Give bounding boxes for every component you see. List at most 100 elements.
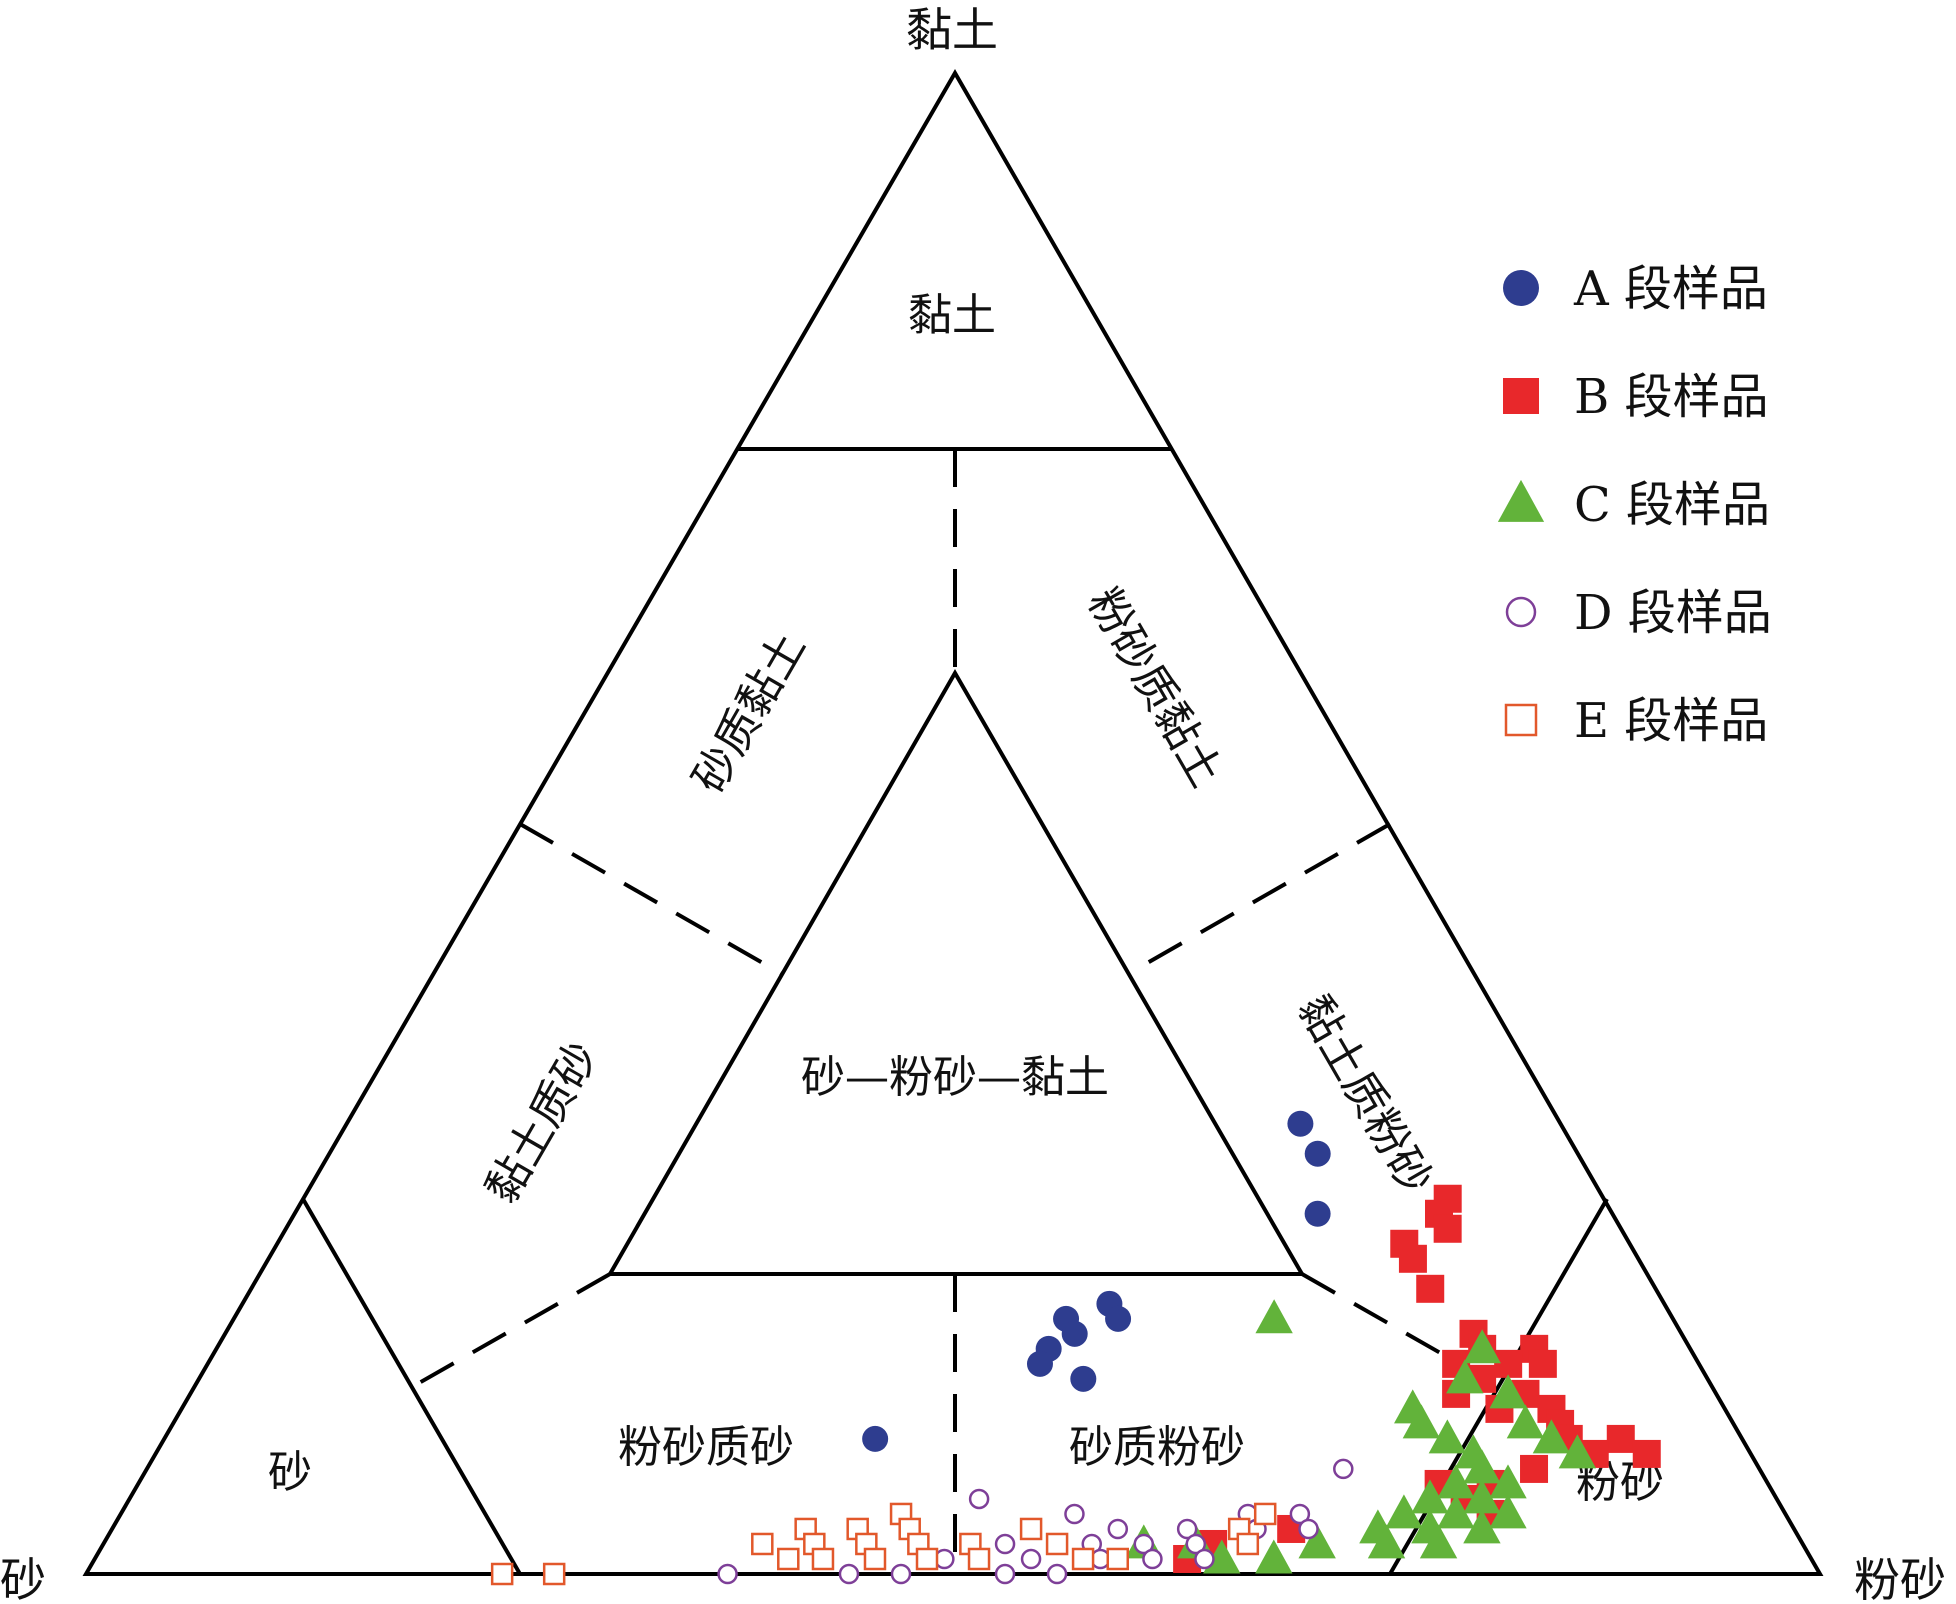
point-open-square-5-1 (1253, 1502, 1277, 1526)
legend-label-5: E 段样品 (1574, 693, 1768, 749)
point-open-circle-4-14 (1133, 1533, 1155, 1555)
legend-marker-2 (1503, 378, 1539, 414)
legend-label-2: B 段样品 (1574, 369, 1769, 425)
dash-lower-left (411, 1272, 611, 1389)
point-filled-triangle-3-23 (1298, 1524, 1336, 1559)
apex-label-clay: 黏土 (906, 3, 998, 57)
region-label-sandy-silt: 砂质粉砂 (1069, 1422, 1245, 1473)
point-filled-triangle-3-19 (1489, 1494, 1527, 1529)
point-open-circle-4-12 (994, 1533, 1016, 1555)
diagram-structure (82, 69, 1824, 1576)
point-open-square-5-13 (1045, 1532, 1069, 1556)
point-filled-triangle-3-2 (1463, 1329, 1501, 1364)
region-label-sandy-clay: 砂质黏土 (683, 624, 815, 802)
legend-marker-1 (1503, 270, 1539, 306)
point-filled-square-2-20 (1606, 1424, 1635, 1453)
point-filled-square-2-6 (1416, 1274, 1445, 1303)
point-open-square-5-15 (777, 1547, 800, 1571)
point-filled-triangle-3-25 (1419, 1524, 1458, 1559)
legend-label-1: A 段样品 (1573, 261, 1768, 317)
region-label-clay: 黏土 (908, 290, 996, 341)
point-open-square-5-14 (1236, 1532, 1260, 1556)
region-label-sand: 砂 (268, 1447, 312, 1498)
point-filled-triangle-3-16 (1463, 1479, 1501, 1514)
point-open-square-5-21 (1106, 1547, 1129, 1571)
point-filled-triangle-3-18 (1437, 1494, 1475, 1529)
point-open-square-5-17 (863, 1547, 887, 1571)
point-open-circle-4-20 (1020, 1548, 1042, 1570)
apex-labels: 黏土 砂 粉砂 (0, 3, 1946, 1604)
legend-label-4: D 段样品 (1574, 585, 1772, 641)
region-label-clayey-silt: 黏土质粉砂 (1287, 987, 1441, 1203)
point-filled-triangle-3-13 (1437, 1464, 1475, 1499)
legend-marker-3 (1497, 479, 1545, 522)
point-open-circle-4-25 (838, 1563, 860, 1585)
region-label-clayey-sand: 黏土质砂 (476, 1034, 608, 1212)
point-filled-circle-1-9 (1026, 1350, 1053, 1377)
point-filled-square-2-12 (1528, 1349, 1557, 1378)
point-open-circle-4-23 (1194, 1548, 1215, 1570)
point-filled-circle-1-3 (1304, 1200, 1331, 1227)
point-open-square-5-22 (490, 1562, 514, 1586)
point-open-circle-4-2 (968, 1488, 990, 1510)
point-open-circle-4-15 (1185, 1533, 1207, 1555)
point-filled-triangle-3-7 (1506, 1404, 1545, 1439)
point-filled-triangle-3-1 (1255, 1299, 1293, 1334)
point-open-circle-4-24 (717, 1563, 738, 1585)
point-filled-triangle-3-11 (1558, 1434, 1597, 1469)
legend-label-3: C 段样品 (1574, 477, 1770, 533)
point-filled-square-2-23 (1520, 1454, 1549, 1483)
point-open-circle-4-7 (1107, 1518, 1129, 1540)
point-open-circle-4-28 (1046, 1563, 1068, 1585)
point-filled-triangle-3-3 (1446, 1359, 1484, 1394)
point-filled-square-2-3 (1433, 1214, 1462, 1243)
region-label-silty-sand: 粉砂质砂 (618, 1422, 794, 1473)
region-label-silty-clay: 粉砂质黏土 (1077, 580, 1231, 796)
point-filled-triangle-3-12 (1463, 1449, 1501, 1484)
point-filled-triangle-3-8 (1428, 1419, 1467, 1454)
sand-boundary-line (301, 1197, 522, 1576)
point-filled-triangle-3-15 (1411, 1479, 1449, 1514)
point-filled-circle-1-11 (862, 1425, 889, 1452)
point-open-circle-4-22 (1142, 1548, 1163, 1570)
point-open-square-5-8 (751, 1532, 774, 1556)
point-open-square-5-20 (1071, 1547, 1095, 1571)
point-filled-square-2-11 (1494, 1349, 1523, 1378)
data-points (490, 1110, 1661, 1586)
point-open-square-5-23 (542, 1562, 566, 1586)
point-open-circle-4-3 (1064, 1503, 1085, 1525)
point-filled-triangle-3-29 (1255, 1539, 1293, 1574)
apex-label-sand: 砂 (0, 1553, 46, 1604)
point-open-circle-4-27 (994, 1563, 1016, 1585)
point-filled-triangle-3-6 (1402, 1404, 1441, 1439)
point-open-square-5-6 (1019, 1517, 1043, 1541)
point-open-circle-4-5 (1289, 1503, 1311, 1525)
legend: A 段样品 B 段样品 C 段样品 D 段样品 E 段样品 (1497, 261, 1772, 749)
point-open-circle-4-26 (890, 1563, 912, 1585)
region-label-sand-silt-clay: 砂—粉砂—黏土 (801, 1052, 1109, 1103)
dash-upper-right (1127, 822, 1391, 976)
point-open-circle-4-1 (1333, 1458, 1354, 1480)
point-open-square-5-18 (915, 1547, 939, 1571)
apex-label-silt: 粉砂 (1854, 1553, 1946, 1604)
point-open-square-5-16 (811, 1547, 835, 1571)
point-filled-circle-1-6 (1105, 1305, 1132, 1332)
point-filled-circle-1-10 (1070, 1365, 1097, 1392)
point-filled-square-2-22 (1632, 1439, 1661, 1468)
point-filled-circle-1-1 (1287, 1110, 1314, 1137)
point-open-circle-4-10 (1298, 1518, 1319, 1540)
point-open-square-5-19 (967, 1547, 991, 1571)
point-filled-triangle-3-24 (1367, 1524, 1406, 1559)
point-filled-triangle-3-14 (1489, 1464, 1527, 1499)
point-open-circle-4-8 (1176, 1518, 1198, 1540)
legend-marker-5 (1504, 703, 1538, 737)
point-filled-triangle-3-4 (1489, 1374, 1527, 1409)
point-filled-triangle-3-9 (1532, 1419, 1571, 1454)
legend-marker-4 (1505, 596, 1537, 628)
point-filled-square-2-5 (1398, 1244, 1427, 1273)
dash-upper-left (519, 822, 783, 976)
point-filled-circle-1-2 (1304, 1140, 1331, 1167)
point-filled-circle-1-7 (1061, 1320, 1088, 1347)
point-filled-triangle-3-22 (1463, 1509, 1501, 1544)
